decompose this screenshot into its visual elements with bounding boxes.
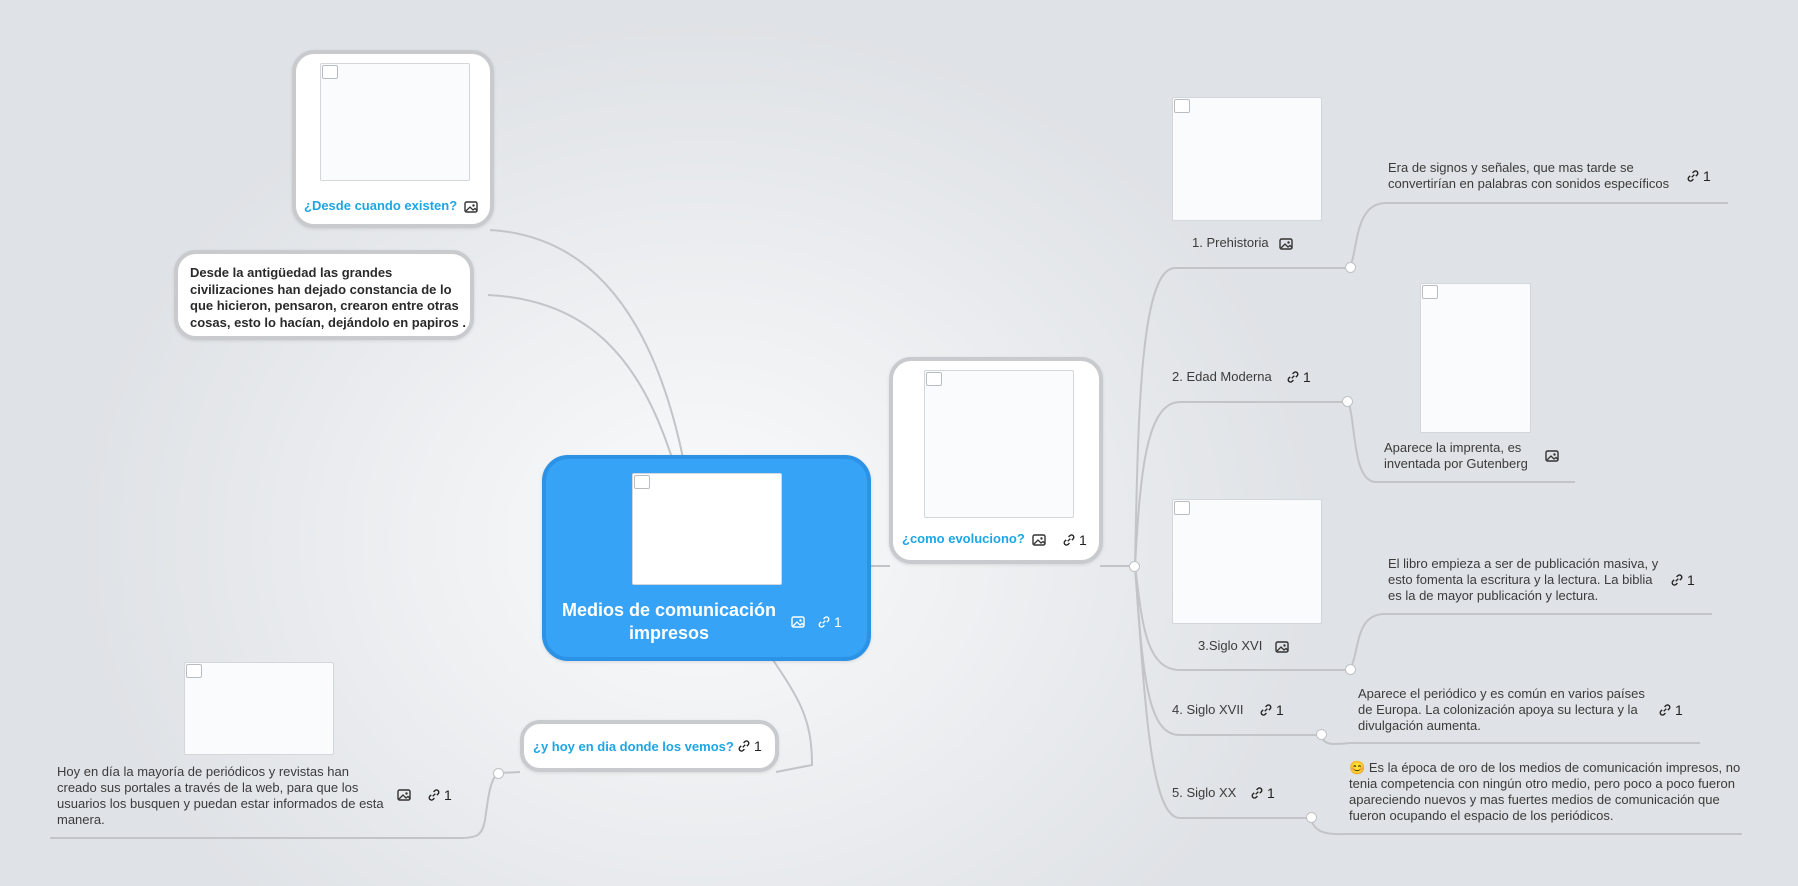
- image-placeholder: [184, 662, 334, 755]
- era-detail-link-count[interactable]: 1: [1686, 168, 1711, 184]
- era-label-link-count[interactable]: 1: [1259, 702, 1284, 718]
- image-placeholder: [632, 473, 782, 585]
- link-icon: [1659, 704, 1671, 716]
- era-detail-siglo-xvi[interactable]: El libro empieza a ser de publicación ma…: [1388, 556, 1659, 603]
- evol-topic-title: ¿como evoluciono?: [902, 531, 1025, 546]
- central-link-count[interactable]: 1: [817, 614, 842, 630]
- link-icon: [1671, 574, 1683, 586]
- era-detail-link-count[interactable]: 1: [1658, 702, 1683, 718]
- link-icon: [738, 740, 750, 752]
- image-icon[interactable]: [1544, 448, 1560, 464]
- desde-topic-title: ¿Desde cuando existen?: [304, 198, 458, 213]
- link-icon: [1287, 371, 1299, 383]
- era-label-siglo-xvii[interactable]: 4. Siglo XVII: [1172, 702, 1244, 717]
- central-topic-card[interactable]: Medios de comunicación impresos 1: [542, 455, 871, 661]
- link-icon: [1260, 704, 1272, 716]
- junction-dot[interactable]: [493, 768, 504, 779]
- desde-detail-text: Desde la antigüedad las grandes civiliza…: [190, 265, 466, 330]
- image-icon[interactable]: [1031, 532, 1047, 548]
- era-label-edad-moderna[interactable]: 2. Edad Moderna: [1172, 369, 1272, 384]
- link-icon: [1687, 170, 1699, 182]
- smile-emoji-icon: 😊: [1349, 760, 1366, 775]
- hoy-detail-text: Hoy en día la mayoría de periódicos y re…: [57, 764, 384, 827]
- image-placeholder: [1420, 283, 1531, 433]
- era-label-prehistoria[interactable]: 1. Prehistoria: [1192, 235, 1269, 250]
- image-icon[interactable]: [790, 614, 806, 630]
- link-icon: [428, 789, 440, 801]
- evol-link-count[interactable]: 1: [1062, 532, 1087, 548]
- era-detail-prehistoria[interactable]: Era de signos y señales, que mas tarde s…: [1388, 160, 1670, 191]
- image-placeholder: [1172, 499, 1322, 624]
- junction-dot[interactable]: [1129, 561, 1140, 572]
- junction-dot[interactable]: [1306, 812, 1317, 823]
- era-detail-siglo-xx[interactable]: 😊 Es la época de oro de los medios de co…: [1349, 760, 1741, 823]
- link-icon: [1251, 787, 1263, 799]
- hoy-topic-card[interactable]: ¿y hoy en dia donde los vemos? 1: [520, 720, 779, 772]
- image-icon[interactable]: [1278, 236, 1294, 252]
- hoy-detail-link-count[interactable]: 1: [427, 787, 452, 803]
- central-topic-title: Medios de comunicación impresos: [561, 600, 777, 643]
- era-label-siglo-xvi[interactable]: 3.Siglo XVI: [1198, 638, 1263, 653]
- era-label-link-count[interactable]: 1: [1286, 369, 1311, 385]
- era-label-link-count[interactable]: 1: [1250, 785, 1275, 801]
- image-icon[interactable]: [463, 199, 479, 215]
- era-label-siglo-xx[interactable]: 5. Siglo XX: [1172, 785, 1237, 800]
- desde-detail-card[interactable]: Desde la antigüedad las grandes civiliza…: [174, 250, 474, 340]
- link-icon: [1063, 534, 1075, 546]
- junction-dot[interactable]: [1345, 664, 1356, 675]
- junction-dot[interactable]: [1345, 262, 1356, 273]
- image-icon[interactable]: [396, 787, 412, 803]
- link-icon: [818, 616, 830, 628]
- image-placeholder: [320, 63, 470, 181]
- desde-topic-card[interactable]: ¿Desde cuando existen?: [292, 50, 494, 228]
- hoy-topic-title: ¿y hoy en dia donde los vemos?: [533, 739, 734, 754]
- image-icon[interactable]: [1274, 639, 1290, 655]
- era-detail-edad-moderna[interactable]: Aparece la imprenta, es inventada por Gu…: [1384, 440, 1528, 471]
- junction-dot[interactable]: [1316, 729, 1327, 740]
- image-placeholder: [924, 370, 1074, 518]
- era-detail-siglo-xvii[interactable]: Aparece el periódico y es común en vario…: [1358, 686, 1645, 733]
- evol-topic-card[interactable]: ¿como evoluciono? 1: [889, 357, 1103, 564]
- era-detail-link-count[interactable]: 1: [1670, 572, 1695, 588]
- image-placeholder: [1172, 97, 1322, 221]
- junction-dot[interactable]: [1342, 396, 1353, 407]
- hoy-link-count[interactable]: 1: [737, 738, 762, 754]
